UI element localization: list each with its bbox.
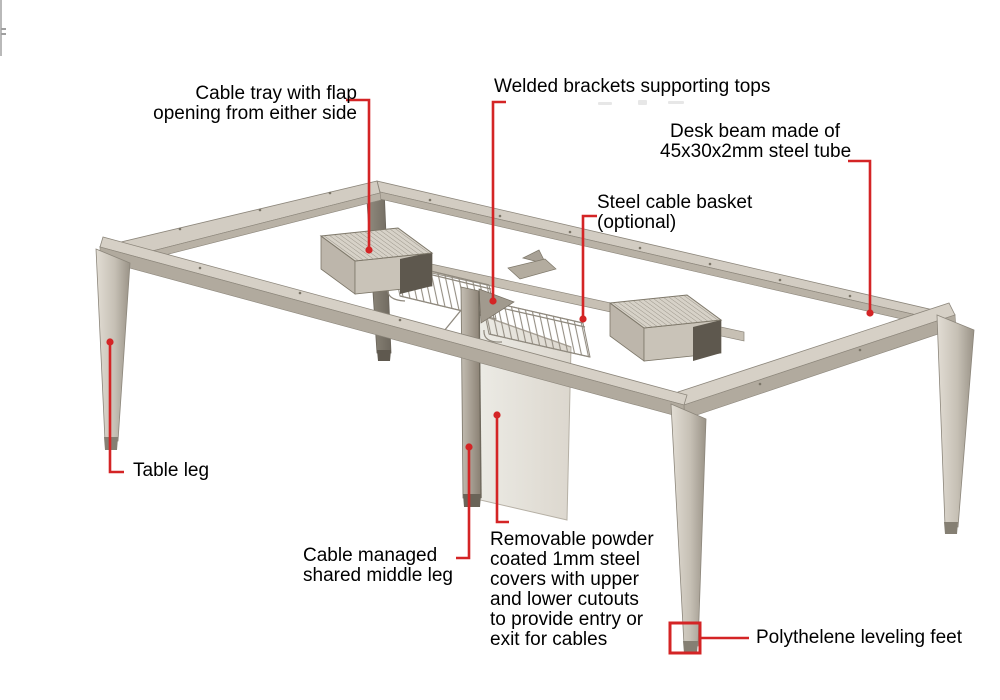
leader-dot [579, 315, 587, 323]
label-line: 45x30x2mm steel tube [660, 141, 852, 162]
table-leg-left [95, 248, 131, 450]
label-covers: Removable powder coated 1mm steel covers… [490, 530, 654, 650]
label-line: Steel cable basket [597, 192, 753, 213]
erased-text-remnant [638, 100, 647, 105]
label-line: coated 1mm steel [490, 549, 640, 570]
label-cable-tray: Cable tray with flap opening from either… [140, 84, 357, 124]
leader-desk-beam [848, 159, 872, 312]
label-line: Removable powder [490, 529, 654, 550]
label-line: Table leg [133, 460, 210, 481]
label-line: covers with upper [490, 569, 639, 590]
label-line: exit for cables [490, 629, 608, 650]
table-leg-right [936, 314, 975, 534]
erased-text-remnant [598, 102, 612, 105]
desk-beam-front [99, 236, 688, 419]
label-table-leg: Table leg [133, 461, 209, 481]
label-line: Cable managed [303, 545, 438, 566]
label-welded-brackets: Welded brackets supporting tops [494, 77, 770, 97]
leader-welded [491, 100, 506, 300]
leveling-foot-box [668, 621, 702, 655]
leader-dots [106, 246, 874, 451]
cable-tray-2 [608, 294, 723, 362]
leader-dot [365, 246, 373, 254]
erased-text-remnant [668, 101, 684, 104]
label-line: Polythelene leveling feet [756, 627, 962, 648]
welded-bracket-rail [507, 249, 557, 280]
middle-leg-post [460, 286, 482, 507]
label-desk-beam: Desk beam made of 45x30x2mm steel tube [660, 121, 852, 162]
label-line: opening from either side [153, 103, 357, 124]
leader-cable-tray [346, 98, 371, 249]
table-leg-front [670, 403, 707, 653]
label-line: (optional) [597, 212, 677, 233]
label-line: and lower cutouts [490, 589, 639, 610]
cable-basket-2 [481, 299, 591, 358]
label-line: Desk beam made of [669, 121, 841, 142]
leader-dot [489, 297, 497, 305]
label-line: Welded brackets supporting tops [494, 76, 771, 97]
leader-dot [106, 338, 114, 346]
label-leveling-feet: Polythelene leveling feet [756, 628, 962, 648]
leader-table-leg [108, 344, 124, 474]
leader-dot [866, 309, 874, 317]
edge-artifact-tick [1, 33, 6, 35]
edge-artifact-tick [1, 28, 6, 30]
leader-lines [108, 98, 872, 655]
frame-screws [178, 191, 862, 386]
leader-dot [493, 411, 501, 419]
label-cable-basket: Steel cable basket (optional) [597, 193, 752, 233]
leader-cable-basket [581, 214, 597, 318]
label-line: Cable tray with flap [195, 83, 357, 104]
label-line: shared middle leg [303, 565, 453, 586]
leader-dot [465, 443, 473, 451]
cable-tray-1 [319, 227, 434, 295]
label-middle-leg: Cable managed shared middle leg [303, 546, 453, 586]
leader-middle-leg [456, 449, 471, 560]
leader-covers [495, 417, 509, 524]
label-line: to provide entry or [490, 609, 644, 630]
welded-bracket-gusset [443, 288, 515, 332]
